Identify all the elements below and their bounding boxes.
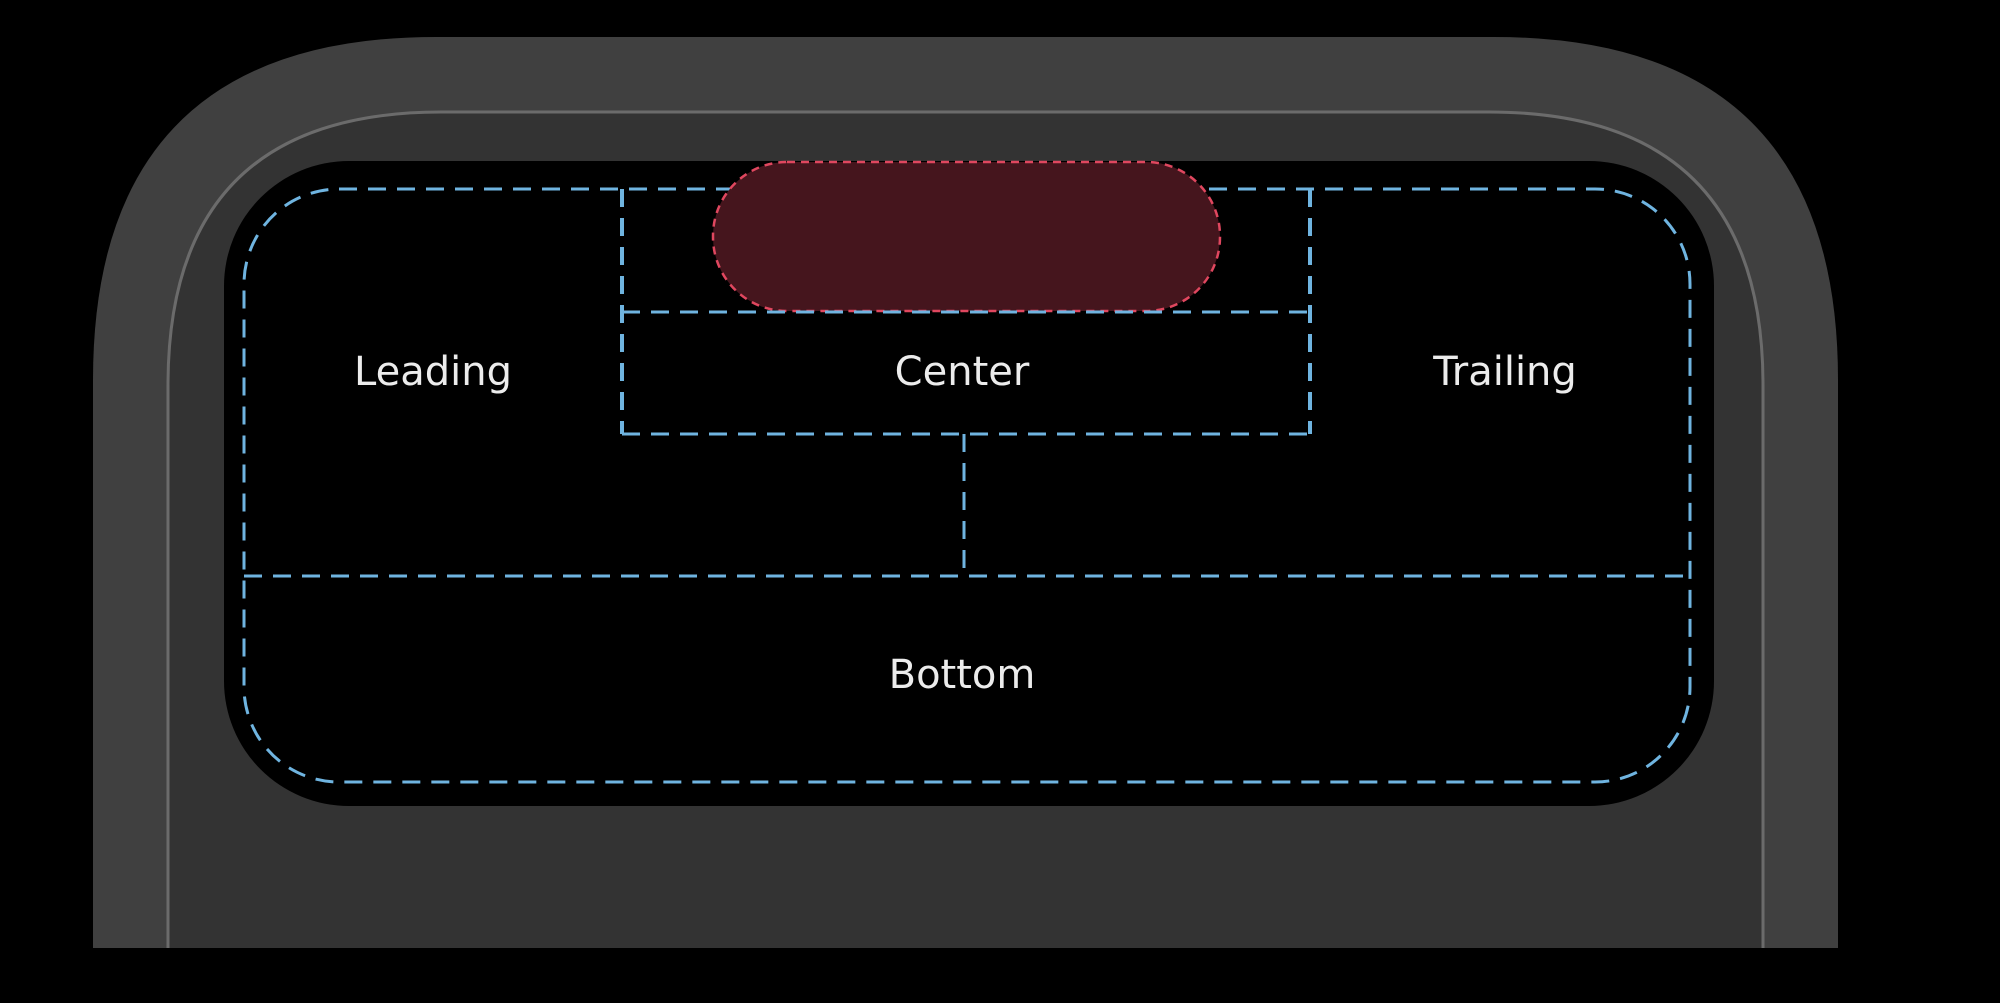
trailing-label: Trailing [1432, 349, 1577, 395]
bottom-label: Bottom [889, 652, 1036, 698]
dynamic-island [711, 160, 1222, 313]
expanded-island-area [224, 161, 1714, 806]
frame-edge-line [166, 110, 1765, 948]
region-outline [242, 187, 1692, 784]
leading-label: Leading [354, 349, 512, 395]
center-label: Center [895, 349, 1030, 395]
bottom-strip [0, 948, 2000, 998]
